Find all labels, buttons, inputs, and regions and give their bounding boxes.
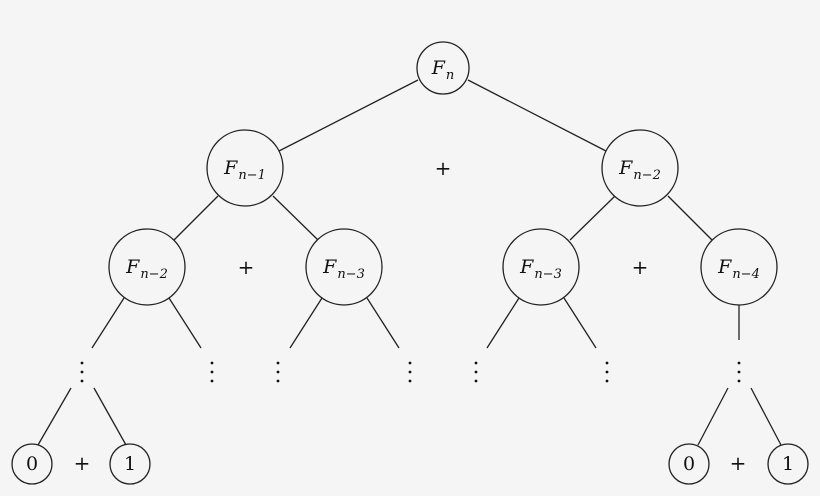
node-label-subscript: n−3 <box>534 267 562 282</box>
node-label: 0 <box>26 453 38 475</box>
base-case-node: 0 <box>668 443 710 485</box>
node-label-subscript: n <box>446 68 454 83</box>
edge-l2b-down-right <box>366 297 400 349</box>
plus-sign: + <box>435 156 452 180</box>
node-label-base: F <box>322 256 337 278</box>
ellipsis <box>474 361 478 383</box>
plus-sign: + <box>730 451 747 475</box>
fib-node: Fn−3 <box>305 228 383 306</box>
fib-node: Fn−4 <box>700 228 778 306</box>
node-label: 1 <box>124 453 136 475</box>
fib-node: Fn <box>416 41 470 95</box>
edge-l1a-l2a <box>173 195 219 241</box>
fib-node: Fn−2 <box>601 129 679 207</box>
node-label: Fn <box>431 57 455 83</box>
node-label: 1 <box>782 453 794 475</box>
base-case-node: 1 <box>767 443 809 485</box>
node-label-base: 1 <box>782 453 794 475</box>
edge-l1b-l2c <box>569 195 616 241</box>
plus-signs: + + + + + <box>74 156 747 475</box>
node-circle <box>502 228 580 306</box>
base-case-node: 1 <box>109 443 151 485</box>
edge-dots-leaf3 <box>697 387 729 446</box>
ellipsis <box>737 361 741 383</box>
node-circle <box>700 228 778 306</box>
fib-node: Fn−3 <box>502 228 580 306</box>
ellipses <box>80 361 741 383</box>
node-label: Fn−2 <box>618 157 661 183</box>
node-circle <box>668 443 710 485</box>
node-label-base: F <box>618 157 633 179</box>
node-circle <box>767 443 809 485</box>
node-label-base: F <box>125 256 140 278</box>
node-circle <box>109 443 151 485</box>
node-label-subscript: n−1 <box>238 168 266 183</box>
node-label-base: F <box>717 256 732 278</box>
edge-l1a-l2b <box>272 195 319 241</box>
edge-root-l1b <box>467 79 607 152</box>
node-label: Fn−3 <box>322 256 365 282</box>
edge-root-l1a <box>278 79 419 152</box>
ellipsis <box>210 361 214 383</box>
node-circle <box>11 443 53 485</box>
node-circle <box>108 228 186 306</box>
node-label-subscript: n−4 <box>732 267 760 282</box>
edge-l2c-down-left <box>486 297 520 349</box>
node-circle <box>305 228 383 306</box>
ellipsis <box>408 361 412 383</box>
edge-l1b-l2d <box>667 195 713 241</box>
node-label-subscript: n−2 <box>633 168 661 183</box>
fib-node: Fn−1 <box>206 129 284 207</box>
ellipsis <box>276 361 280 383</box>
plus-sign: + <box>74 451 91 475</box>
edge-dots-leaf4 <box>750 387 782 446</box>
node-label: Fn−1 <box>223 157 266 183</box>
node-label: Fn−4 <box>717 256 760 282</box>
node-label: Fn−3 <box>519 256 562 282</box>
edge-l2a-down-right <box>168 297 202 349</box>
edge-dots-leaf2 <box>93 387 127 446</box>
node-label-base: F <box>223 157 238 179</box>
edge-l2b-down-left <box>289 297 323 349</box>
base-case-node: 0 <box>11 443 53 485</box>
plus-sign: + <box>632 255 649 279</box>
node-label: 0 <box>683 453 695 475</box>
node-label-base: 0 <box>26 453 38 475</box>
node-label-subscript: n−3 <box>337 267 365 282</box>
ellipsis <box>80 361 84 383</box>
node-label-base: F <box>431 57 446 79</box>
node-circle <box>206 129 284 207</box>
node-label: Fn−2 <box>125 256 168 282</box>
node-circle <box>416 41 470 95</box>
edge-l2c-down-right <box>563 297 597 349</box>
ellipsis <box>605 361 609 383</box>
node-label-base: 0 <box>683 453 695 475</box>
edge-l2a-down-left <box>91 297 125 349</box>
edges <box>37 79 782 446</box>
node-circle <box>601 129 679 207</box>
plus-sign: + <box>238 255 255 279</box>
node-label-base: 1 <box>124 453 136 475</box>
edge-dots-leaf1 <box>37 387 72 446</box>
node-label-subscript: n−2 <box>140 267 168 282</box>
node-label-base: F <box>519 256 534 278</box>
fib-node: Fn−2 <box>108 228 186 306</box>
